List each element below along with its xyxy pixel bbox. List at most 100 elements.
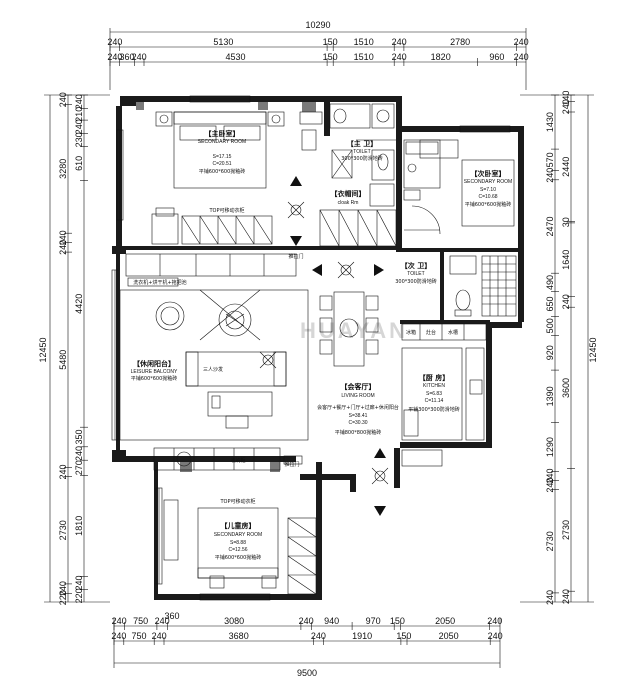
dim-top-row2-7: 1820 bbox=[431, 52, 451, 62]
dim-left-outer-8: 220 bbox=[58, 590, 68, 605]
second-bedroom-perimeter: C=10.68 bbox=[478, 194, 497, 200]
kids-room-en: SECONDARY ROOM bbox=[214, 532, 262, 538]
dim-bottom-row1-3: 3080 bbox=[224, 616, 244, 626]
storage-row bbox=[153, 447, 303, 471]
dim-left-outer-5: 240 bbox=[58, 464, 68, 479]
direction-arrows bbox=[290, 176, 386, 516]
living-room-perimeter: C=30.30 bbox=[348, 420, 367, 426]
living-room-floor: 平铺800*800抛釉砖 bbox=[335, 429, 382, 436]
dim-top-total: 10290 bbox=[305, 20, 330, 30]
dim-left-outer-6: 2730 bbox=[58, 520, 68, 540]
balcony bbox=[119, 253, 309, 441]
dim-top-row2-2: 240 bbox=[132, 52, 147, 62]
dim-left-outer-3: 240 bbox=[58, 240, 68, 255]
sliding-door-label: 推拉门 bbox=[288, 253, 303, 260]
dim-right-inner-1: 570 bbox=[545, 152, 555, 167]
dim-right-inner-10: 240 bbox=[545, 468, 555, 483]
master-bedroom-area: S=17.15 bbox=[213, 154, 232, 160]
dim-top-row2-4: 150 bbox=[323, 52, 338, 62]
master-toilet-title: 【主 卫】 bbox=[347, 139, 377, 148]
dim-top-row2-1: 360 bbox=[119, 52, 134, 62]
master-bedroom-en: SECONDARY ROOM bbox=[198, 139, 246, 145]
dim-right-inner-5: 650 bbox=[545, 296, 555, 311]
sliding-door-label-2: 推拉门 bbox=[284, 461, 299, 468]
second-toilet bbox=[449, 255, 517, 317]
dim-bottom-row1-0: 240 bbox=[112, 616, 127, 626]
dim-top-row2-9: 240 bbox=[514, 52, 529, 62]
cloak-room bbox=[319, 183, 397, 247]
kids-room-floor: 平铺600*600抛釉砖 bbox=[215, 554, 262, 561]
dim-right-inner-4: 490 bbox=[545, 275, 555, 290]
kitchen bbox=[401, 323, 487, 467]
dim-right-outer-3: 30 bbox=[561, 217, 571, 227]
dim-bottom-row1-8: 2050 bbox=[435, 616, 455, 626]
master-bedroom-floor: 平铺600*600抛釉砖 bbox=[199, 168, 246, 175]
second-bedroom-title: 【次卧室】 bbox=[471, 169, 506, 178]
dim-top-row2-6: 240 bbox=[392, 52, 407, 62]
dim-left-inner-6: 350 bbox=[74, 429, 84, 444]
second-toilet-en: TOILET bbox=[407, 271, 424, 277]
kids-room bbox=[163, 499, 317, 595]
balcony-floor: 平铺600*600抛釉砖 bbox=[131, 375, 178, 382]
person-figures bbox=[259, 163, 417, 485]
dim-right-outer-8: 240 bbox=[561, 589, 571, 604]
kitchen-title: 【厨 房】 bbox=[419, 373, 449, 382]
kids-room-title: 【儿童房】 bbox=[221, 521, 256, 530]
master-toilet-en: TOILET bbox=[353, 149, 370, 155]
master-bedroom-perimeter: C=20.51 bbox=[212, 161, 231, 167]
master-bedroom bbox=[151, 111, 323, 245]
dim-left-inner-9: 1810 bbox=[74, 516, 84, 536]
second-toilet-floor: 300*300防滑地砖 bbox=[395, 278, 437, 285]
stove-label: 灶台 bbox=[426, 329, 436, 336]
kitchen-area: S=6.83 bbox=[426, 391, 442, 397]
dim-right-inner-11: 240 bbox=[545, 478, 555, 493]
dim-bottom-row2-5: 1910 bbox=[352, 631, 372, 641]
second-bedroom-floor: 平铺600*600抛釉砖 bbox=[465, 201, 512, 208]
left-dimensions bbox=[44, 94, 110, 603]
kitchen-floor: 平铺300*300防滑地砖 bbox=[408, 406, 460, 413]
second-bedroom-en: SECONDARY ROOM bbox=[464, 179, 512, 185]
dim-left-inner-4: 610 bbox=[74, 156, 84, 171]
living-room-en: LIVING ROOM bbox=[341, 393, 374, 399]
dim-left-inner-3: 230 bbox=[74, 132, 84, 147]
dim-bottom-row2-0: 240 bbox=[111, 631, 126, 641]
dim-top-row2-0: 240 bbox=[107, 52, 122, 62]
fridge-label: 冰箱 bbox=[406, 329, 416, 336]
dim-right-outer-7: 2730 bbox=[561, 520, 571, 540]
dim-right-inner-2: 240 bbox=[545, 168, 555, 183]
dim-bottom-row1-9: 240 bbox=[487, 616, 502, 626]
dim-bottom-row1-1: 750 bbox=[133, 616, 148, 626]
master-toilet bbox=[329, 103, 396, 181]
dim-left-inner-0: 240 bbox=[74, 94, 84, 109]
dim-right-inner-0: 1430 bbox=[545, 112, 555, 132]
dim-top-row2-5: 1510 bbox=[354, 52, 374, 62]
master-bedroom-title: 【主卧室】 bbox=[205, 129, 240, 138]
master-toilet-floor: 300*300防滑地砖 bbox=[341, 155, 383, 162]
dim-right-inner-9: 1290 bbox=[545, 437, 555, 457]
dim-left-inner-10: 240 bbox=[74, 575, 84, 590]
dim-left-total: 12450 bbox=[38, 337, 48, 362]
dim-right-inner-13: 240 bbox=[545, 590, 555, 605]
balcony-laundry-note: 洗衣机+烘干机+拖把池 bbox=[133, 279, 186, 286]
dim-right-outer-2: 2440 bbox=[561, 157, 571, 177]
dim-left-inner-2: 240 bbox=[74, 119, 84, 134]
dim-left-outer-2: 240 bbox=[58, 230, 68, 245]
dim-left-outer-0: 240 bbox=[58, 92, 68, 107]
cloak-room-en: cloak Rm bbox=[338, 200, 359, 206]
sink-label: 水槽 bbox=[448, 329, 458, 336]
dim-bottom-row2-4: 240 bbox=[311, 631, 326, 641]
dim-left-inner-1: 210 bbox=[74, 107, 84, 122]
second-toilet-title: 【次 卫】 bbox=[401, 261, 431, 270]
top-dimensions bbox=[109, 28, 527, 90]
dim-bottom-row2-7: 2050 bbox=[439, 631, 459, 641]
dim-bottom-total: 9500 bbox=[297, 668, 317, 678]
bottom-dimensions bbox=[113, 618, 501, 668]
balcony-en: LEISURE BALCONY bbox=[131, 369, 178, 375]
dim-bottom-row2-3: 3680 bbox=[229, 631, 249, 641]
dim-left-inner-7: 240 bbox=[74, 446, 84, 461]
dim-left-inner-11: 220 bbox=[74, 588, 84, 603]
dim-left-outer-1: 3280 bbox=[58, 159, 68, 179]
dim-right-outer-1: 240 bbox=[561, 99, 571, 114]
dim-top-row2-3: 4530 bbox=[225, 52, 245, 62]
